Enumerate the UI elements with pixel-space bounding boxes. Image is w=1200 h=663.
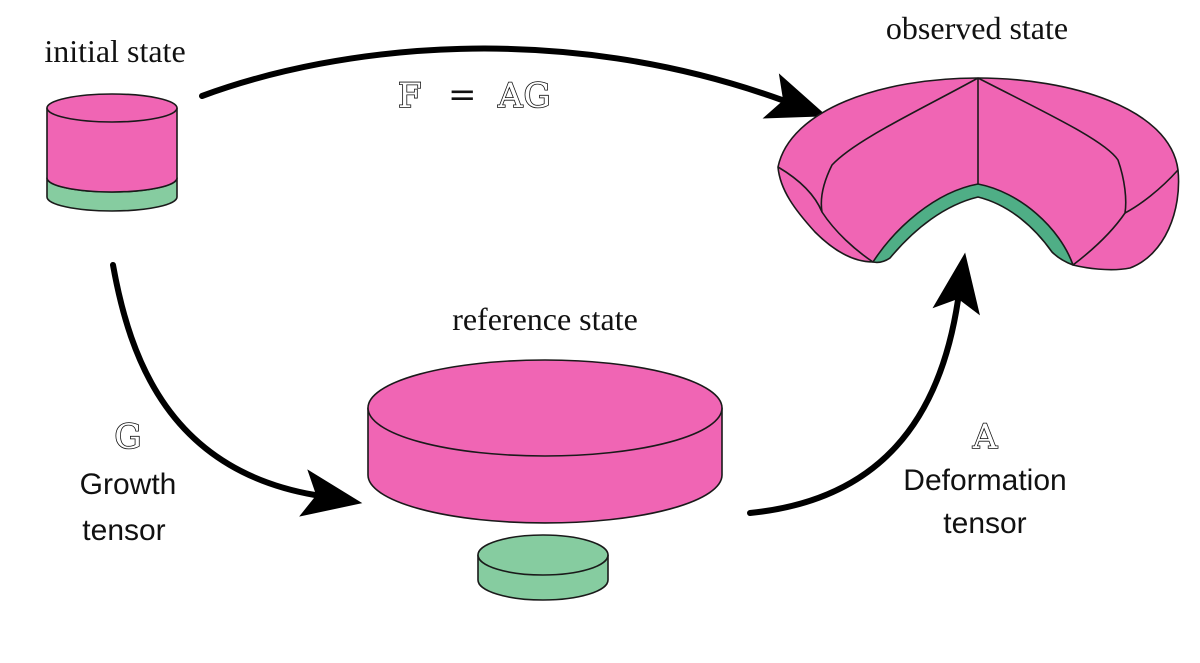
composition-rhs: AG	[497, 76, 552, 116]
initial-state-cylinder	[46, 93, 178, 212]
deformation-label-line1: Deformation	[903, 464, 1066, 497]
initial-pink-top	[46, 93, 178, 123]
observed-green-layer	[872, 183, 1074, 266]
observed-state-label: observed state	[886, 10, 1068, 46]
composition-equals: =	[448, 75, 477, 115]
observed-ridge-right	[1124, 169, 1179, 214]
composition-lhs: F	[398, 76, 422, 116]
deformation-label-line2: tensor	[943, 507, 1026, 540]
left-arrow	[110, 262, 363, 517]
right-arrow	[747, 252, 980, 516]
deformation-symbol: A	[972, 417, 998, 457]
observed-state-shape	[777, 77, 1180, 271]
initial-pink-body	[46, 107, 178, 193]
observed-ridge-left	[777, 166, 823, 213]
observed-cut-right	[977, 77, 1127, 266]
composition-formula: F = AG	[397, 75, 552, 117]
reference-pink-disk-top	[367, 359, 723, 457]
initial-state-label: initial state	[44, 33, 185, 69]
observed-cut-left	[820, 77, 979, 263]
reference-state-disks	[367, 359, 723, 601]
top-arrow	[199, 45, 828, 119]
growth-symbol: G	[114, 417, 141, 457]
reference-green-disk-top	[477, 534, 609, 576]
growth-label-line1: Growth	[80, 468, 177, 501]
reference-state-label: reference state	[452, 301, 638, 337]
growth-label-line2: tensor	[82, 514, 165, 547]
